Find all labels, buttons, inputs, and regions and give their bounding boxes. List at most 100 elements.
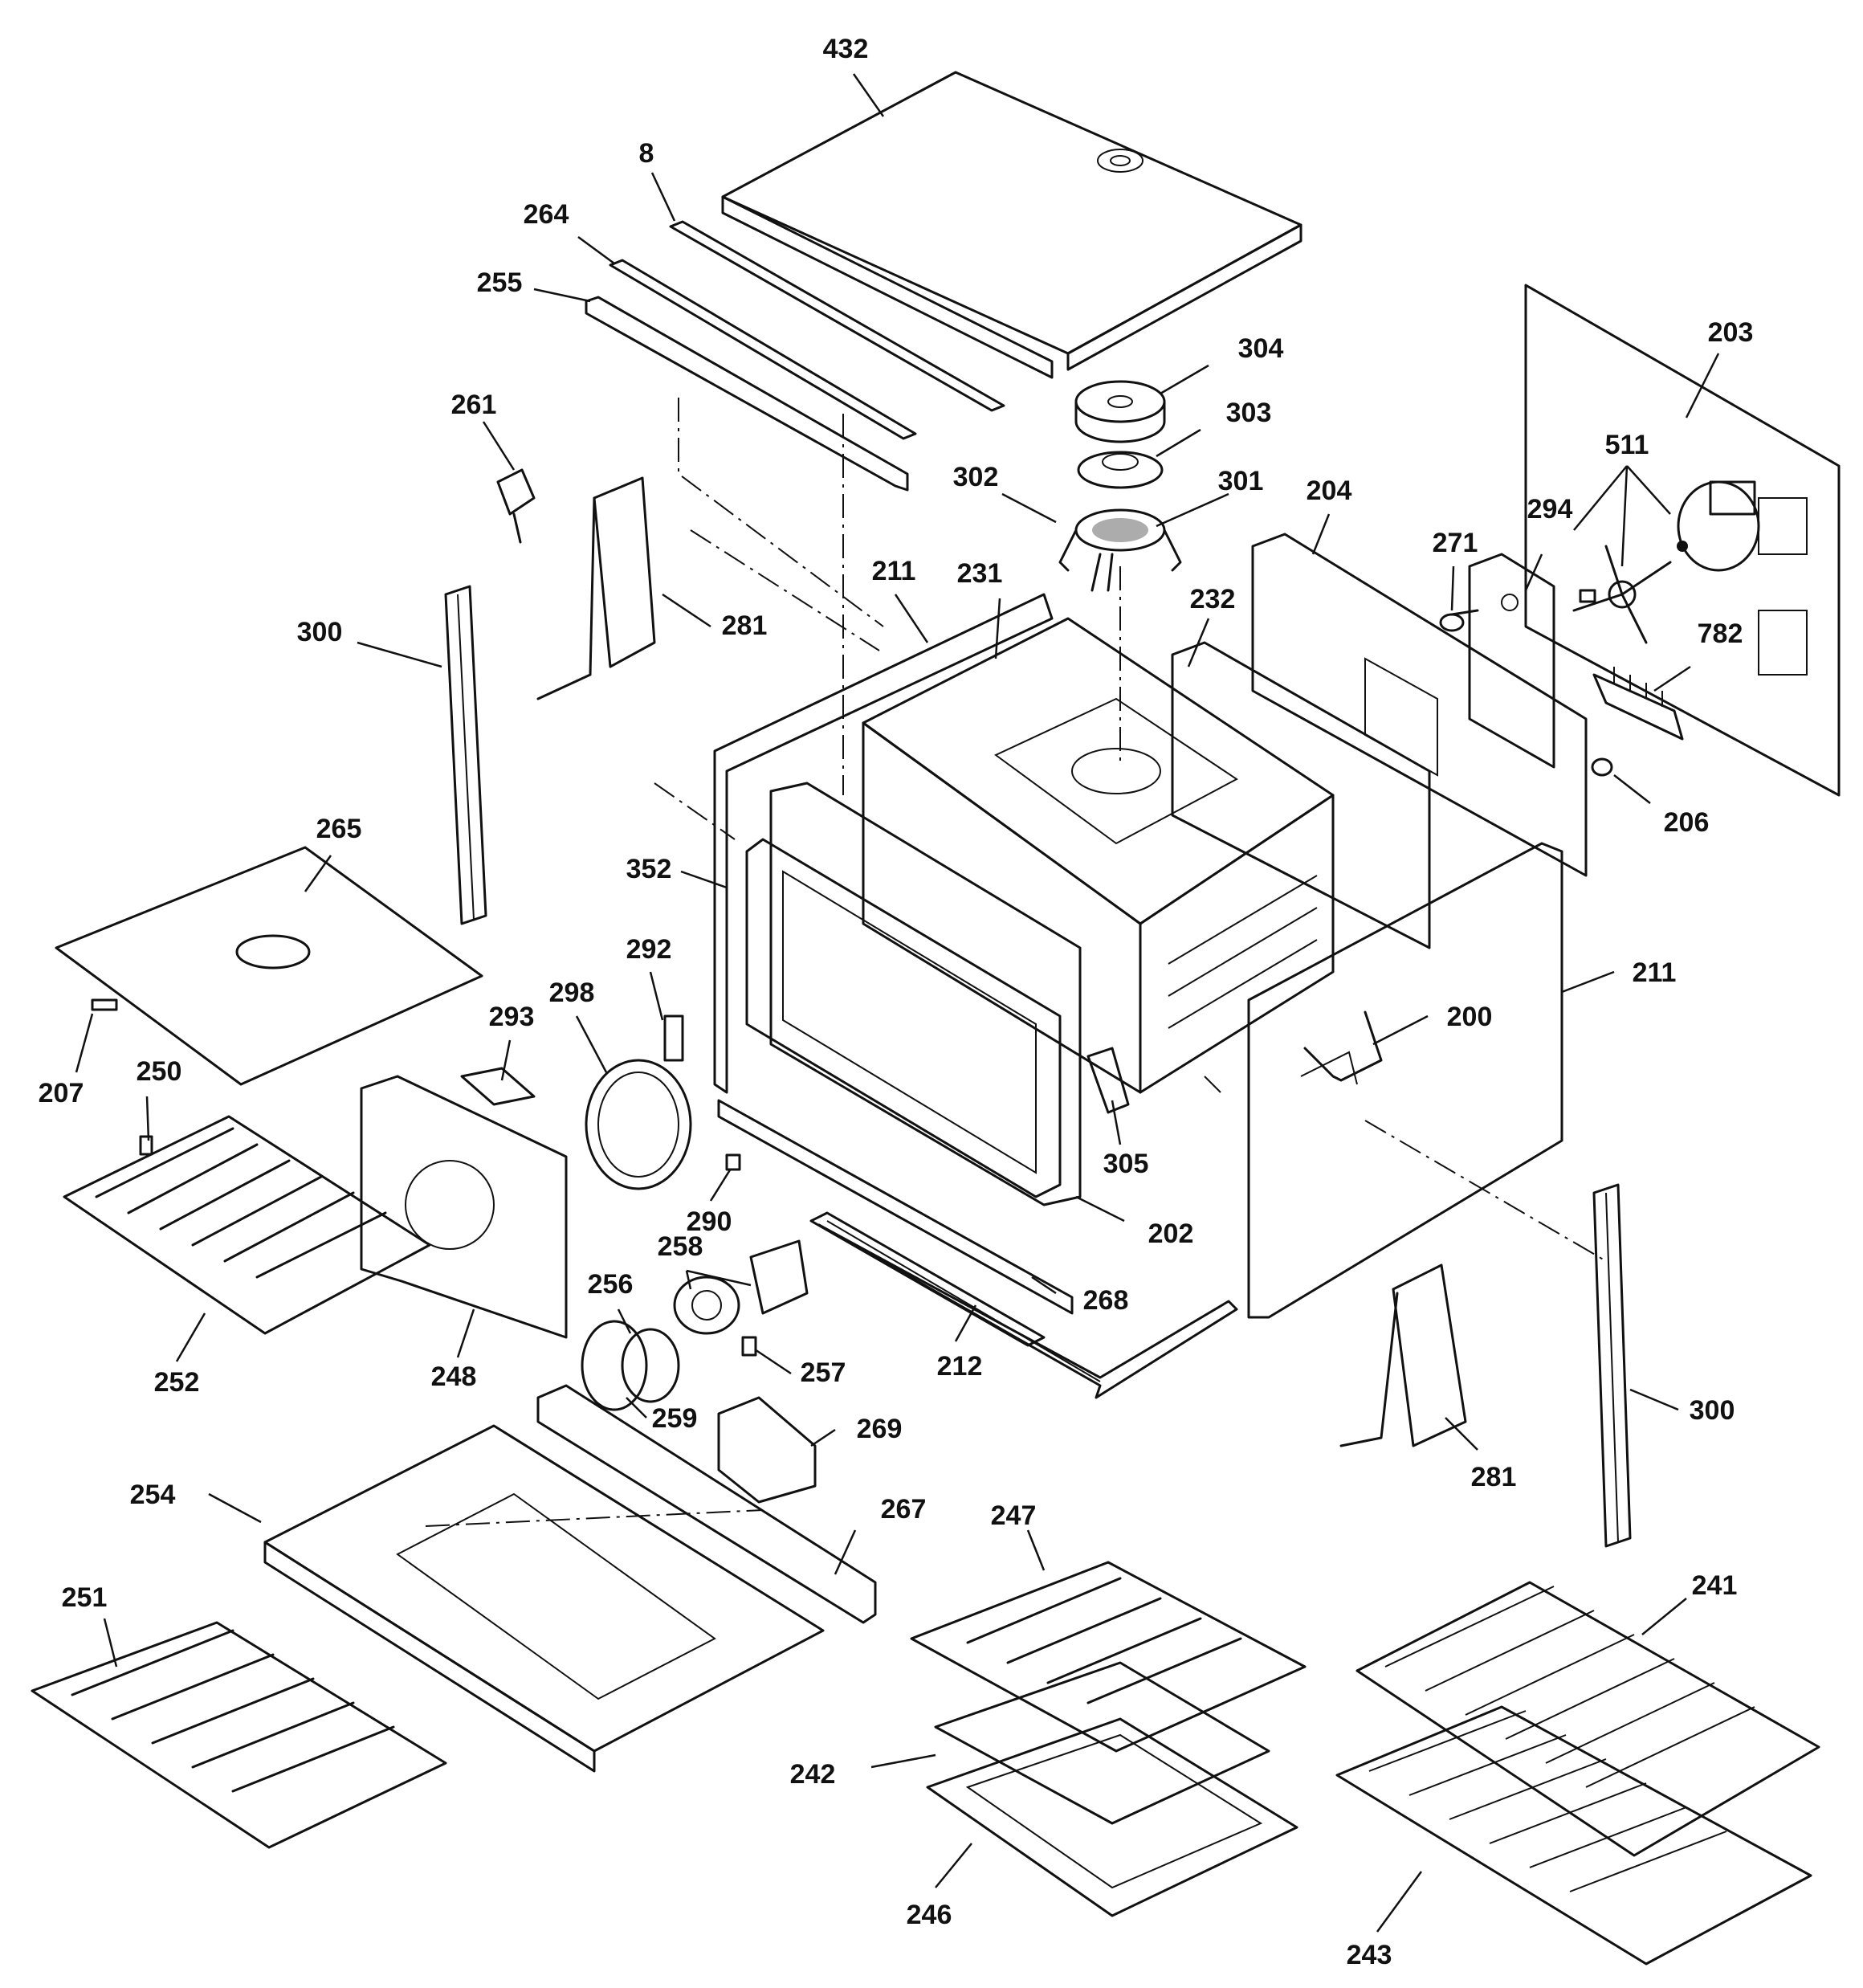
part-oven-cavity: [862, 617, 1335, 1094]
part-fan-plate: [1077, 451, 1164, 489]
part-upper-bracket: [585, 296, 909, 492]
callout-267: 267: [881, 1494, 927, 1525]
part-oven-light: [581, 1239, 809, 1411]
callout-300-right: 300: [1690, 1395, 1735, 1426]
part-clip: [725, 1153, 741, 1171]
callout-232: 232: [1190, 584, 1236, 614]
part-broiler-pan-grid: [910, 1561, 1307, 1753]
leader-lines: [75, 73, 1720, 1933]
callout-246: 246: [907, 1900, 952, 1930]
part-top-cover: [721, 71, 1302, 379]
callout-292: 292: [626, 934, 672, 965]
callout-257: 257: [801, 1357, 846, 1388]
callout-298: 298: [549, 978, 595, 1008]
callout-271: 271: [1433, 528, 1478, 558]
part-front-channel: [536, 1384, 877, 1624]
callout-268: 268: [1083, 1285, 1129, 1316]
part-insulation-pad: [55, 846, 483, 1086]
part-bottom-panel: [817, 1220, 1238, 1399]
callout-265: 265: [316, 814, 362, 844]
callout-243: 243: [1347, 1940, 1392, 1970]
part-wire-handle: [1303, 1010, 1383, 1082]
part-oven-rack-lower: [1335, 1705, 1812, 1966]
part-side-channel-right: [1592, 1183, 1632, 1548]
part-terminal-block: [1592, 667, 1684, 741]
callout-352: 352: [626, 854, 672, 884]
callout-250: 250: [137, 1056, 182, 1087]
part-trim-strip: [669, 220, 1005, 412]
callout-207: 207: [39, 1078, 84, 1108]
callout-256: 256: [588, 1269, 634, 1300]
part-broiler-pan-rack: [934, 1661, 1270, 1825]
part-fan-housing: [360, 1075, 568, 1339]
part-bottom-tray: [263, 1424, 825, 1773]
callout-300-left: 300: [297, 617, 343, 647]
callout-247: 247: [991, 1500, 1037, 1531]
part-front-frame: [745, 782, 1082, 1206]
callout-303: 303: [1226, 398, 1272, 428]
callout-304: 304: [1238, 333, 1284, 364]
callout-252: 252: [154, 1367, 200, 1398]
callout-259: 259: [652, 1403, 698, 1434]
part-back-panel: [1524, 284, 1841, 797]
part-motor-bracket: [1468, 553, 1555, 769]
callout-231: 231: [957, 558, 1003, 589]
part-hinge-bracket-right: [1339, 1263, 1467, 1447]
callout-241: 241: [1692, 1570, 1738, 1601]
callout-294: 294: [1527, 494, 1573, 525]
part-side-panel-right: [1247, 842, 1563, 1319]
callout-302: 302: [953, 462, 999, 492]
alignment-lines: [425, 398, 1607, 1527]
part-nut: [1591, 757, 1613, 777]
callout-204: 204: [1307, 476, 1352, 506]
callout-255: 255: [477, 267, 523, 298]
part-vent-bracket: [460, 1067, 536, 1106]
part-front-trim: [717, 1099, 1074, 1315]
callout-212: 212: [937, 1351, 983, 1382]
callout-281-upper: 281: [722, 610, 768, 641]
part-door-gasket: [1086, 1047, 1130, 1114]
part-pad-clip: [91, 998, 118, 1011]
callout-206: 206: [1664, 807, 1710, 838]
part-ring-element: [585, 1059, 692, 1190]
part-small-bracket: [663, 1014, 684, 1062]
callout-293: 293: [489, 1002, 535, 1032]
callout-269: 269: [857, 1414, 903, 1444]
callout-242: 242: [790, 1759, 836, 1790]
callout-264: 264: [524, 199, 569, 230]
part-bake-element: [31, 1621, 447, 1849]
callout-202: 202: [1148, 1219, 1194, 1249]
callout-261: 261: [451, 390, 497, 420]
callout-290: 290: [687, 1206, 732, 1237]
callout-8: 8: [639, 138, 654, 169]
part-switch: [496, 468, 536, 544]
part-convection-motor: [1572, 480, 1760, 644]
part-side-channel-left: [444, 585, 487, 925]
part-rear-wall: [1251, 533, 1588, 877]
part-hinge-bracket-left: [536, 476, 656, 700]
callout-305: 305: [1103, 1149, 1149, 1179]
part-screw: [1439, 609, 1479, 632]
callout-511: 511: [1605, 430, 1649, 460]
part-oven-rack-upper: [1355, 1581, 1820, 1857]
callout-248: 248: [431, 1361, 477, 1392]
callout-301: 301: [1218, 466, 1264, 496]
callout-281-lower: 281: [1471, 1462, 1517, 1492]
callout-251: 251: [62, 1582, 108, 1613]
callout-432: 432: [823, 34, 869, 64]
callout-211-upper: 211: [872, 556, 916, 586]
part-side-panel-left: [713, 593, 1054, 1094]
callout-200: 200: [1447, 1002, 1493, 1032]
part-light-housing: [717, 1396, 817, 1504]
part-vent-strip: [609, 259, 917, 440]
part-rear-insulation: [1171, 641, 1431, 949]
part-broiler-pan: [926, 1717, 1298, 1917]
part-fan-element: [1058, 508, 1182, 592]
part-fan-cover: [1074, 380, 1166, 443]
callout-211-right: 211: [1633, 957, 1677, 988]
callout-labels: 432 8 264 255 304 303 302 301 203 511 26…: [39, 34, 1754, 1970]
callout-203: 203: [1708, 317, 1754, 348]
callout-782: 782: [1698, 618, 1743, 649]
callout-258: 258: [658, 1231, 703, 1262]
